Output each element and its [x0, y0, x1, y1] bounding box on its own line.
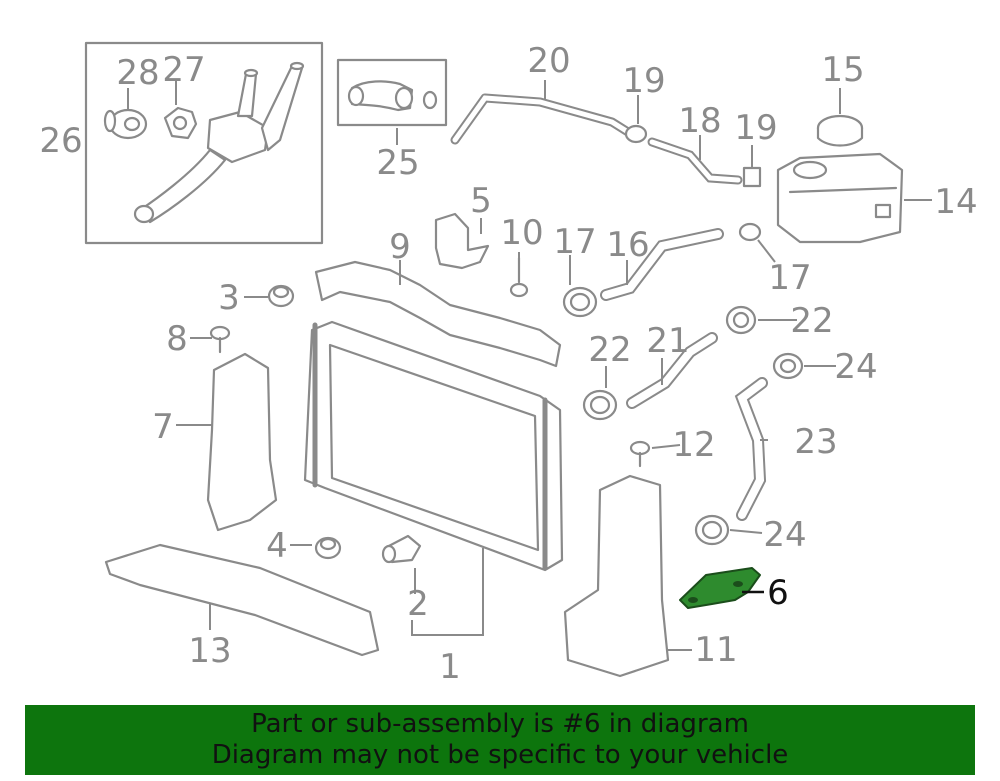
part-26-housing-shape — [133, 61, 305, 224]
callout-25: 25 — [376, 143, 419, 183]
parts-diagram: 1 2 3 4 5 6 7 8 9 10 11 12 13 14 15 16 1… — [39, 41, 977, 687]
part-9-upper-support-shape — [314, 260, 562, 368]
callout-24-lower: 24 — [763, 515, 806, 555]
part-18-hose-shape — [649, 139, 741, 183]
callout-22-upper: 22 — [790, 301, 833, 341]
info-banner: Part or sub-assembly is #6 in diagram Di… — [25, 705, 975, 775]
leader-lines — [127, 80, 932, 651]
part-19-clamp-left — [624, 124, 648, 144]
part-19-clamp-right — [742, 166, 762, 188]
part-2-drain-shape — [381, 534, 422, 564]
callout-15: 15 — [821, 50, 864, 90]
callout-4: 4 — [266, 526, 288, 566]
part-23-hose-shape — [737, 379, 766, 519]
callout-21: 21 — [646, 321, 689, 361]
part-4-fastener-shape — [314, 536, 342, 560]
part-24-clamp-upper — [772, 352, 804, 380]
callout-5: 5 — [470, 181, 492, 221]
callout-16: 16 — [606, 225, 649, 265]
part-7-baffle-shape — [206, 352, 278, 532]
part-11-baffle-shape — [563, 474, 670, 678]
callout-18: 18 — [678, 101, 721, 141]
callout-12: 12 — [672, 425, 715, 465]
part-25-box — [336, 58, 448, 127]
callout-3: 3 — [218, 278, 240, 318]
part-12-pin-shape — [629, 440, 651, 468]
part-13-shield-shape — [104, 543, 380, 657]
part-3-fastener-shape — [267, 284, 295, 308]
part-24-clamp-lower — [694, 514, 730, 546]
part-17-clamp-upper — [738, 222, 762, 242]
callout-24-upper: 24 — [834, 347, 877, 387]
part-5-bracket-shape — [434, 212, 490, 270]
part-16-hose-shape — [602, 230, 722, 299]
callout-2: 2 — [407, 584, 429, 624]
callout-17-lower: 17 — [553, 222, 596, 262]
part-15-cap-shape — [816, 114, 864, 147]
callout-13: 13 — [188, 631, 231, 671]
part-28-shape — [103, 108, 148, 140]
callout-9: 9 — [389, 227, 411, 267]
callout-6: 6 — [767, 573, 789, 613]
callout-19-left: 19 — [622, 61, 665, 101]
part-6-bracket-highlighted — [679, 567, 761, 609]
callout-28: 28 — [116, 53, 159, 93]
part-26-assembly-box — [84, 41, 324, 245]
callout-26: 26 — [39, 121, 82, 161]
callout-17-upper: 17 — [768, 258, 811, 298]
part-22-clamp-lower — [582, 389, 618, 421]
part-27-shape — [163, 106, 198, 140]
callout-1: 1 — [439, 647, 461, 687]
callout-10: 10 — [500, 213, 543, 253]
callout-labels: 1 2 3 4 5 6 7 8 9 10 11 12 13 14 15 16 1… — [39, 41, 977, 687]
part-10-pin-shape — [509, 256, 529, 298]
callout-14: 14 — [934, 182, 977, 222]
banner-line-2: Diagram may not be specific to your vehi… — [211, 740, 789, 770]
part-1-radiator-shape — [303, 320, 564, 572]
part-8-pin-shape — [209, 325, 231, 354]
part-14-reservoir-shape — [776, 152, 904, 244]
callout-23: 23 — [794, 422, 837, 462]
callout-7: 7 — [152, 407, 174, 447]
callout-20: 20 — [527, 41, 570, 81]
callout-22-lower: 22 — [588, 330, 631, 370]
callout-8: 8 — [166, 319, 188, 359]
banner-line-1: Part or sub-assembly is #6 in diagram — [251, 709, 749, 739]
callout-27: 27 — [162, 50, 205, 90]
callout-11: 11 — [694, 630, 737, 670]
callout-19-right: 19 — [734, 108, 777, 148]
part-22-clamp-upper — [725, 305, 757, 335]
part-21-hose-shape — [628, 334, 716, 407]
part-17-clamp-lower — [562, 286, 598, 318]
